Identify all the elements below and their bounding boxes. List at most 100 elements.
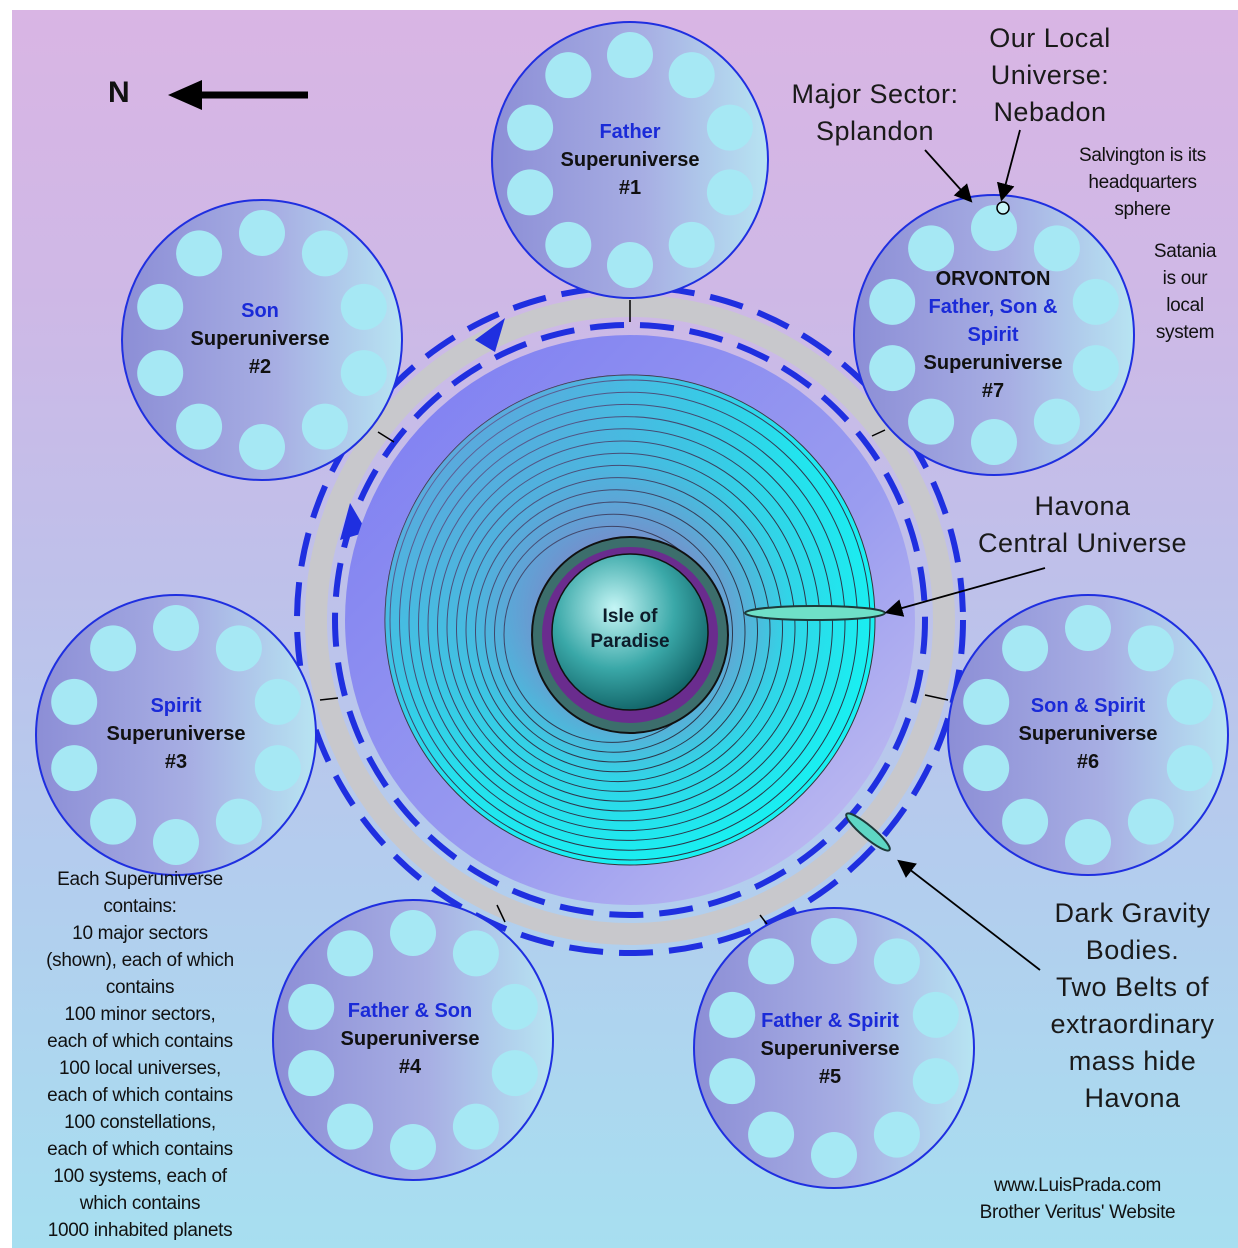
major-sector-bubble	[507, 104, 554, 151]
superuniverse-1-label: Father Superuniverse #1	[560, 121, 700, 199]
circulation-arrow-top	[475, 318, 505, 352]
havona-dark-body	[744, 605, 886, 621]
major-sector-bubble	[1033, 398, 1080, 445]
major-sector-bubble	[971, 419, 1017, 465]
major-sector-bubble	[239, 210, 285, 256]
major-sector-bubble	[452, 1103, 499, 1150]
havona-central-universe	[345, 335, 915, 905]
major-sector-bubble	[811, 1132, 857, 1178]
major-sector-bubble	[545, 221, 592, 268]
major-sector-bubble	[327, 1103, 374, 1150]
major-sector-bubble	[873, 938, 920, 985]
major-sector-bubble	[491, 1050, 538, 1097]
superuniverse-5	[693, 907, 975, 1189]
major-sector-bubble	[288, 1050, 335, 1097]
pointer-lines	[884, 129, 1046, 971]
major-sector-bubble	[1072, 345, 1119, 392]
superuniverse-4	[272, 899, 554, 1181]
major-sector-bubble	[1065, 605, 1111, 651]
dark-gravity-body	[845, 812, 891, 852]
major-sector-bubble	[1002, 798, 1049, 845]
major-sector-bubble	[1033, 225, 1080, 272]
major-sector-bubble	[971, 205, 1017, 251]
inner-dashed-ring	[332, 322, 928, 918]
major-sector-bubble	[51, 745, 98, 792]
major-sector-bubble	[963, 745, 1010, 792]
isle-of-paradise	[551, 553, 709, 711]
major-sector-bubble	[507, 169, 554, 216]
superuniverse-7-label: ORVONTON Father, Son & Spirit Superunive…	[923, 268, 1063, 402]
major-sector-bubble	[51, 678, 98, 725]
major-sector-bubble	[908, 225, 955, 272]
superuniverse-3-label: Spirit Superuniverse #3	[106, 695, 246, 773]
major-sector-bubble	[254, 745, 301, 792]
major-sector-bubble	[301, 403, 348, 450]
major-sector-bubble	[748, 1111, 795, 1158]
major-sector-bubble	[811, 918, 857, 964]
major-sector-bubble	[340, 283, 387, 330]
superuniverse-2-label: Son Superuniverse #2	[190, 300, 330, 378]
major-sector-bubble	[215, 798, 262, 845]
salvington-annotation: Salvington is its headquarters sphere	[1079, 145, 1206, 220]
major-sector-bubble	[668, 52, 715, 99]
major-sector-bubble	[912, 1058, 959, 1105]
superuniverse-3	[35, 594, 317, 876]
superuniverse-4-label: Father & Son Superuniverse #4	[340, 1000, 480, 1078]
satania-annotation: Satania is our local system	[1153, 241, 1217, 343]
major-sector-bubble	[137, 283, 184, 330]
major-sector-bubble	[239, 424, 285, 470]
major-sector-bubble	[912, 991, 959, 1038]
north-arrow	[168, 80, 308, 110]
superuniverse-2	[121, 199, 403, 481]
salvington-marker	[996, 201, 1010, 215]
havona-annotation: Havona Central Universe	[977, 491, 1188, 558]
major-sector-bubble	[327, 930, 374, 977]
major-sector-bubble	[709, 1058, 756, 1105]
major-sector-bubble	[963, 678, 1010, 725]
local-universe-annotation: Our Local Universe: Nebadon	[989, 23, 1111, 127]
major-sector-bubble	[390, 910, 436, 956]
major-sector-bubble	[869, 278, 916, 325]
major-sector-bubble	[607, 242, 653, 288]
major-sector-bubble	[1166, 745, 1213, 792]
major-sector-bubble	[491, 983, 538, 1030]
major-sector-bubble	[215, 625, 262, 672]
major-sector-bubble	[390, 1124, 436, 1170]
major-sector-bubble	[706, 104, 753, 151]
major-sector-bubble	[176, 230, 223, 277]
major-sector-bubble	[90, 798, 137, 845]
north-arrow-icon	[168, 80, 202, 110]
major-sector-bubble	[709, 991, 756, 1038]
superuniverse-1	[491, 21, 769, 299]
major-sector-bubble	[706, 169, 753, 216]
major-sector-bubble	[908, 398, 955, 445]
major-sector-bubble	[668, 221, 715, 268]
major-sector-bubble	[153, 605, 199, 651]
superuniverse-5-label: Father & Spirit Superuniverse #5	[760, 1010, 900, 1088]
superuniverse-6-label: Son & Spirit Superuniverse #6	[1018, 695, 1158, 773]
major-sector-bubble	[176, 403, 223, 450]
north-label: N	[108, 76, 130, 109]
major-sector-bubble	[869, 345, 916, 392]
major-sector-bubble	[1127, 798, 1174, 845]
superuniverse-layer	[35, 21, 1229, 1189]
superuniverse-7	[853, 194, 1135, 476]
isle-of-paradise-label: Isle of Paradise	[590, 606, 670, 652]
major-sector-bubble	[1127, 625, 1174, 672]
major-sector-bubble	[607, 32, 653, 78]
major-sector-bubble	[873, 1111, 920, 1158]
major-sector-bubble	[340, 350, 387, 397]
major-sector-bubble	[1166, 678, 1213, 725]
major-sector-annotation: Major Sector: Splandon	[791, 79, 959, 146]
major-sector-bubble	[545, 52, 592, 99]
dark-gravity-annotation: Dark Gravity Bodies. Two Belts of extrao…	[1050, 898, 1215, 1113]
major-sector-bubble	[452, 930, 499, 977]
major-sector-bubble	[1002, 625, 1049, 672]
major-sector-bubble	[1065, 819, 1111, 865]
major-sector-bubble	[748, 938, 795, 985]
website-annotation: www.LuisPrada.com Brother Veritus' Websi…	[979, 1175, 1176, 1223]
major-sector-bubble	[254, 678, 301, 725]
major-sector-bubble	[288, 983, 335, 1030]
